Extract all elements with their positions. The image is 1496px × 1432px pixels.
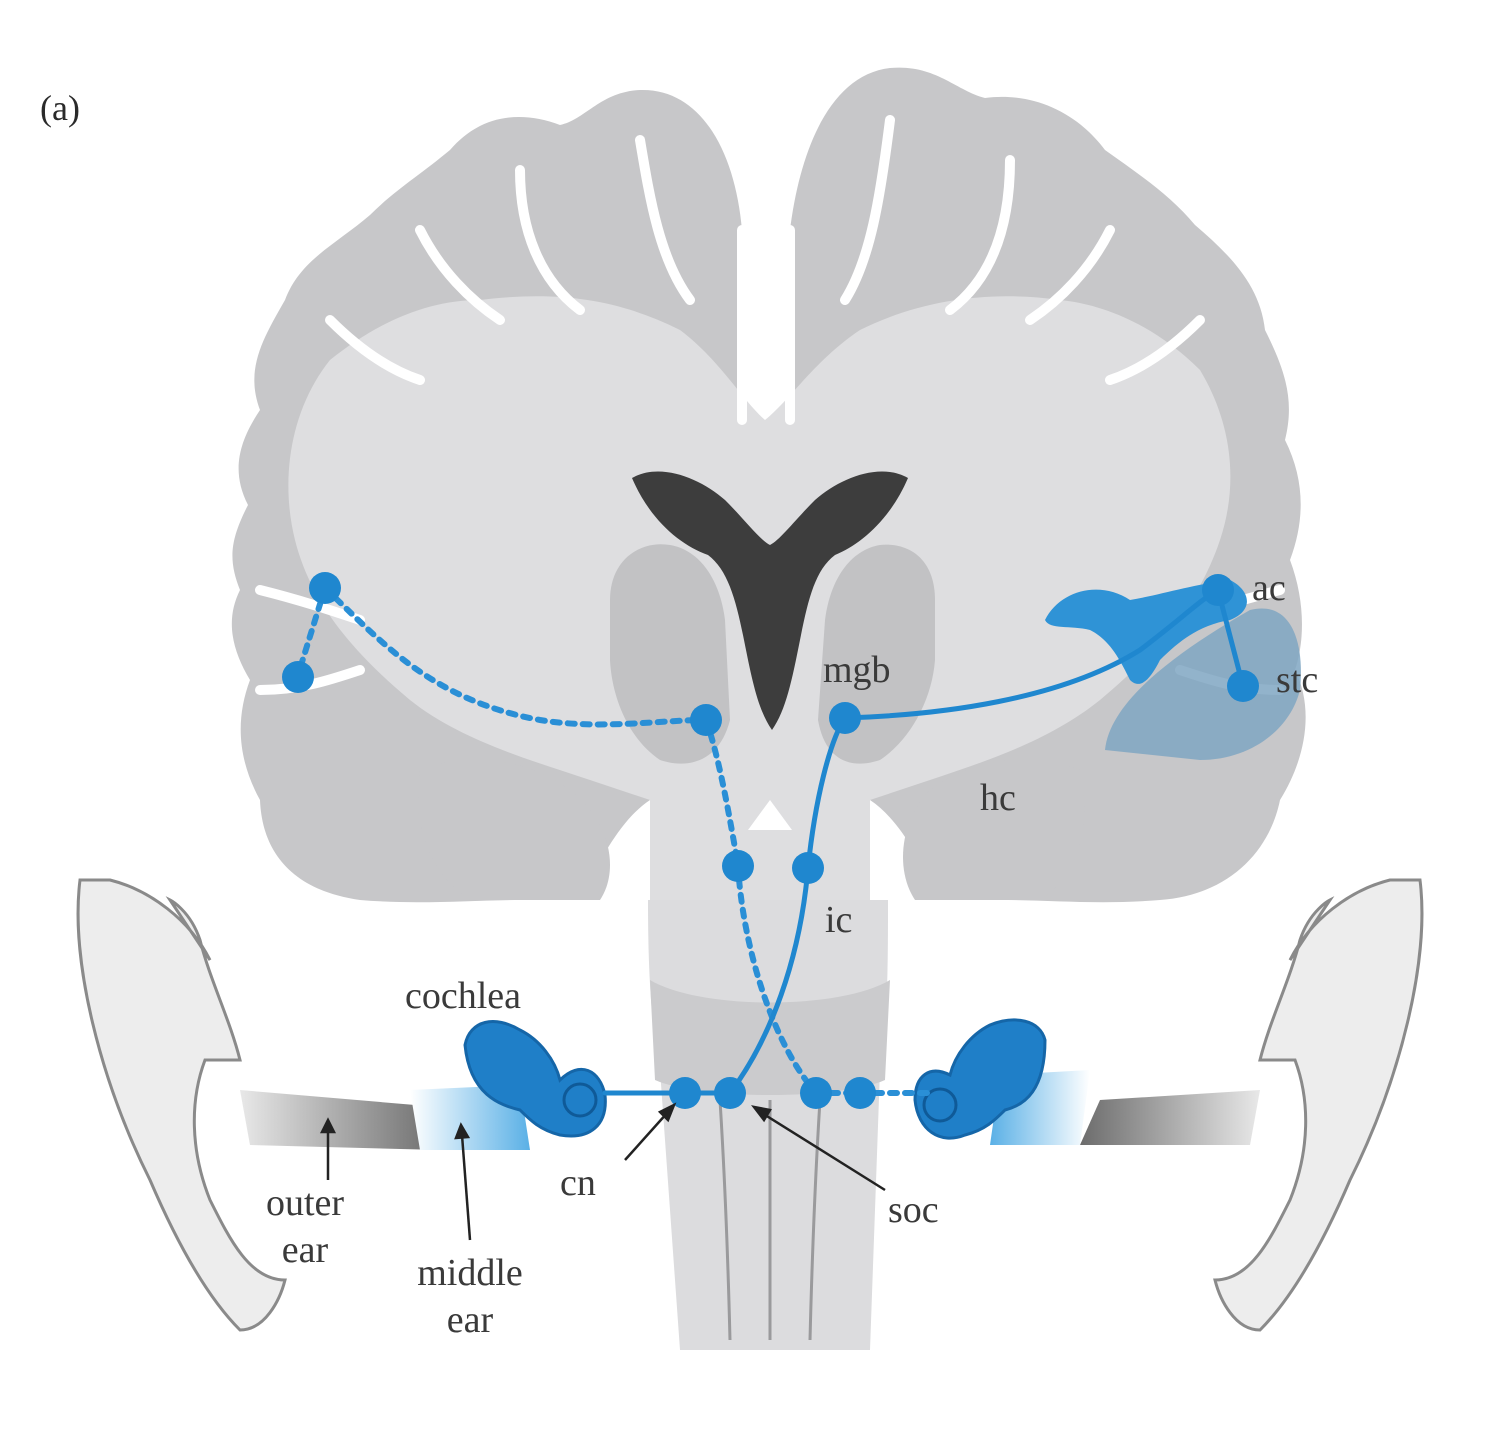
label-middle-ear-line1: middle: [417, 1252, 523, 1294]
right-outer-ear: [1213, 878, 1424, 1332]
left-ear-canal: [240, 1090, 440, 1150]
right-cochlea: [913, 1018, 1047, 1140]
lateral-ventricles: [632, 471, 908, 730]
label-ic: ic: [825, 899, 852, 941]
label-cochlea: cochlea: [405, 975, 521, 1017]
node-left-cn: [669, 1077, 701, 1109]
node-left-mgb: [690, 704, 722, 736]
node-right-mgb: [829, 702, 861, 734]
node-left-ic: [722, 850, 754, 882]
label-outer-ear-line1: outer: [266, 1182, 344, 1224]
left-temporal-lobe: [418, 759, 610, 900]
right-ear-canal: [1080, 1090, 1260, 1145]
node-right-soc: [800, 1077, 832, 1109]
label-middle-ear-line2: ear: [447, 1299, 494, 1341]
left-outer-ear: [76, 878, 287, 1332]
label-ac: ac: [1252, 567, 1286, 609]
label-outer-ear-line2: ear: [282, 1229, 329, 1271]
panel-label: (a): [40, 88, 80, 128]
node-left-ac: [309, 572, 341, 604]
third-ventricle: [748, 800, 792, 830]
brainstem: [648, 900, 888, 1350]
node-left-stc: [282, 661, 314, 693]
pons: [650, 980, 890, 1095]
pathway-nodes: [282, 572, 1259, 1109]
pointer-arrows: [319, 1102, 886, 1241]
stc-region: [1105, 608, 1301, 760]
node-right-ac: [1202, 574, 1234, 606]
label-hc: hc: [980, 777, 1016, 819]
label-soc: soc: [888, 1189, 939, 1231]
node-right-ic: [792, 852, 824, 884]
label-stc: stc: [1276, 659, 1318, 701]
right-temporal-lobe: [903, 759, 1085, 900]
node-left-soc: [714, 1077, 746, 1109]
brainstem-tracts: [718, 1099, 822, 1341]
label-mgb: mgb: [823, 649, 891, 691]
label-cn: cn: [560, 1162, 596, 1204]
node-right-stc: [1227, 670, 1259, 702]
node-right-cn: [844, 1077, 876, 1109]
